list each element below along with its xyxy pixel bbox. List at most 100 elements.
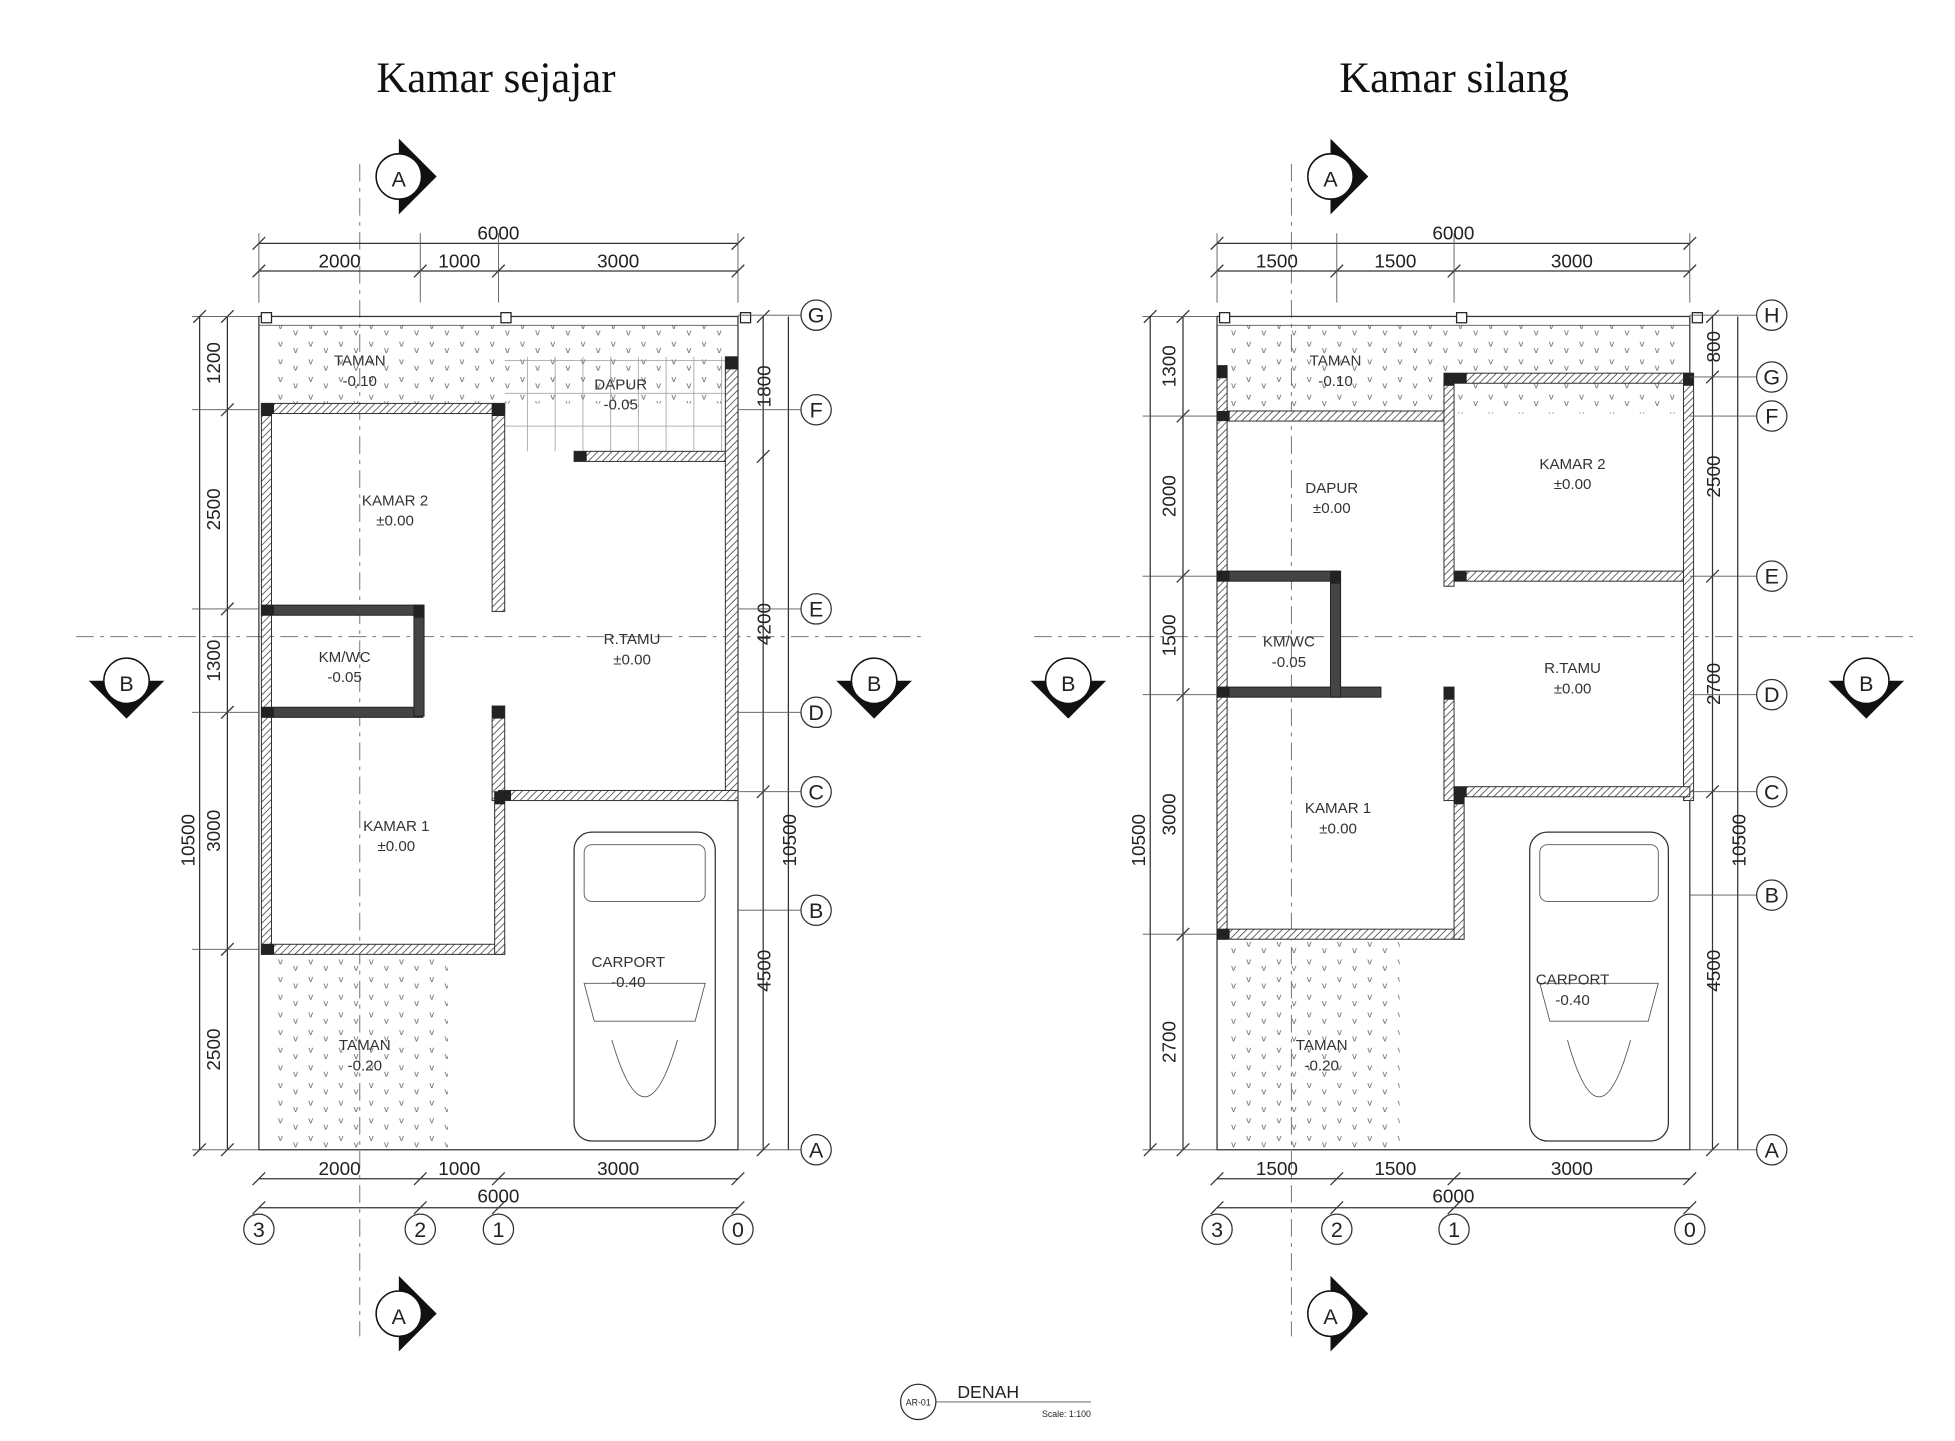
room-level: -0.05 xyxy=(603,397,637,414)
dimension-tick xyxy=(1143,309,1157,324)
room-level: -0.05 xyxy=(327,669,361,686)
drawing-scale: Scale: 1:100 xyxy=(1042,1409,1091,1419)
wall xyxy=(491,705,506,802)
structural-column xyxy=(261,707,275,718)
sheet-number: AR-01 xyxy=(906,1398,931,1408)
fence-column xyxy=(1691,312,1704,324)
room-label: KM/WC-0.05 xyxy=(1263,634,1315,671)
room-level: -0.10 xyxy=(343,373,377,390)
dimension-overall-left: 10500 xyxy=(1129,814,1150,867)
fence-column xyxy=(739,312,752,324)
room-level: ±0.00 xyxy=(1554,476,1592,493)
grid-label-row: A xyxy=(1765,1138,1780,1162)
dimension-tick xyxy=(731,1172,745,1186)
section-marker-a: A xyxy=(1307,138,1369,215)
grid-bubble xyxy=(1755,560,1788,592)
dimension-left: 2700 xyxy=(1159,1021,1180,1063)
structural-column xyxy=(1454,791,1465,805)
grid-bubble xyxy=(800,299,832,331)
section-label: A xyxy=(392,168,407,192)
fence-column xyxy=(1218,312,1231,324)
dimension-right: 4500 xyxy=(1704,950,1725,992)
dimension-right: 1800 xyxy=(755,365,776,407)
dimension-tick xyxy=(756,449,770,464)
structural-column xyxy=(1330,571,1341,584)
room-level: ±0.00 xyxy=(1554,680,1592,697)
wall xyxy=(1453,372,1691,384)
grid-label-col: 0 xyxy=(1684,1218,1696,1242)
dimension-left: 1200 xyxy=(204,342,225,384)
dimension-tick xyxy=(1210,1201,1224,1215)
room-name: CARPORT xyxy=(1536,972,1610,989)
dimension-tick xyxy=(1330,1172,1344,1186)
room-name: KAMAR 2 xyxy=(1539,456,1605,473)
section-label: B xyxy=(119,672,133,696)
section-marker-b: B xyxy=(88,657,165,719)
room-level: ±0.00 xyxy=(376,513,414,530)
wall xyxy=(497,789,739,802)
dimension-tick xyxy=(413,1201,428,1215)
wall xyxy=(260,706,424,718)
room-name: KM/WC xyxy=(1263,634,1315,651)
room-name: KAMAR 1 xyxy=(1305,800,1371,817)
room-level: ±0.00 xyxy=(377,838,415,855)
structural-column xyxy=(574,451,587,462)
room-name: CARPORT xyxy=(591,954,665,971)
dimension-tick xyxy=(192,309,207,324)
fence-column xyxy=(500,312,512,324)
room-name: DAPUR xyxy=(1305,480,1358,497)
grid-bubble xyxy=(1321,1213,1353,1245)
section-label: A xyxy=(1323,168,1338,192)
grid-label-row: E xyxy=(809,597,823,621)
structural-column xyxy=(261,403,272,417)
wall xyxy=(1216,686,1382,698)
grid-label-col: 1 xyxy=(1448,1218,1460,1242)
dimension-bottom: 1500 xyxy=(1374,1159,1416,1180)
wall xyxy=(260,402,273,955)
dimension-right: 2700 xyxy=(1704,663,1725,705)
room-label: R.TAMU±0.00 xyxy=(1544,660,1601,697)
room-label: TAMAN-0.20 xyxy=(339,1037,391,1074)
grid-label-row: D xyxy=(808,701,823,725)
grid-label-row: C xyxy=(808,780,823,804)
room-level: -0.40 xyxy=(1555,992,1589,1009)
structural-column xyxy=(1683,373,1694,386)
dimension-tick xyxy=(1447,1201,1461,1215)
section-marker-b: B xyxy=(836,657,912,719)
dimension-top: 1500 xyxy=(1256,251,1298,272)
dimension-right: 4200 xyxy=(755,603,776,645)
section-label: B xyxy=(1859,672,1873,696)
dimension-tick xyxy=(252,1201,266,1215)
room-level: -0.20 xyxy=(1304,1057,1338,1074)
kitchen-tiles xyxy=(504,356,732,452)
dimension-bottom: 2000 xyxy=(319,1159,361,1180)
section-marker-b: B xyxy=(1828,657,1905,719)
room-label: KAMAR 2±0.00 xyxy=(362,493,428,530)
grid-label-col: 2 xyxy=(1331,1218,1343,1242)
dimension-left: 3000 xyxy=(204,810,225,852)
wall xyxy=(260,604,424,616)
grid-bubble xyxy=(1674,1213,1706,1245)
garden-hatch xyxy=(1229,939,1400,1150)
grid-bubble xyxy=(800,775,832,808)
structural-column xyxy=(1217,571,1230,582)
dimension-overall-right: 10500 xyxy=(780,814,801,867)
section-marker-a: A xyxy=(1307,1275,1369,1352)
dimension-tick xyxy=(1683,1172,1697,1186)
structural-column xyxy=(1217,929,1230,940)
wall xyxy=(1216,365,1228,940)
room-name: TAMAN xyxy=(1310,353,1362,370)
dimension-bottom: 1000 xyxy=(438,1159,480,1180)
dimension-tick xyxy=(192,1143,207,1157)
wall xyxy=(1216,410,1455,422)
room-label: DAPUR-0.05 xyxy=(594,377,647,414)
wall xyxy=(573,450,739,462)
dimension-right: 2500 xyxy=(1704,456,1725,498)
dimension-left: 3000 xyxy=(1159,793,1180,835)
room-name: TAMAN xyxy=(334,353,386,370)
section-marker-a: A xyxy=(375,1275,437,1352)
room-name: KM/WC xyxy=(319,649,371,666)
dimension-top: 1000 xyxy=(438,251,480,272)
